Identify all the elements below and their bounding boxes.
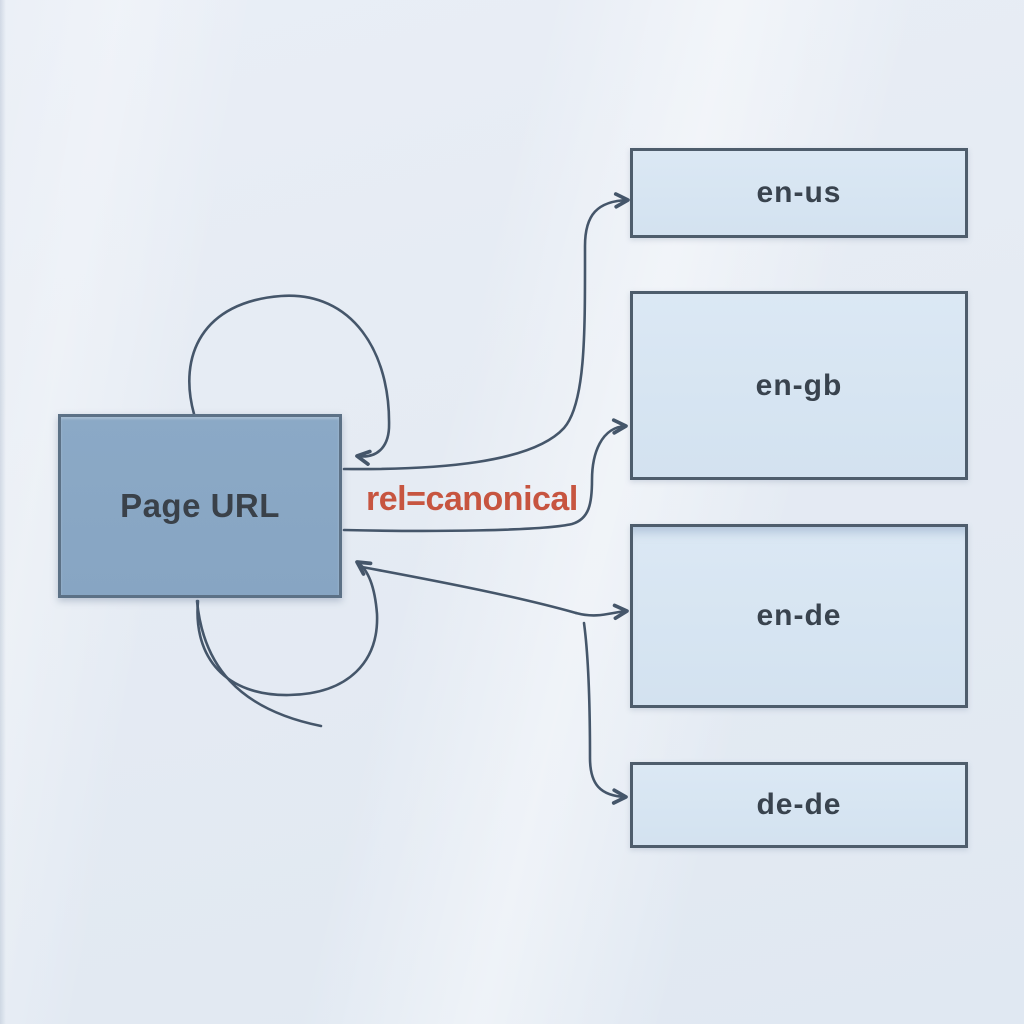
arrow-to-en-de xyxy=(574,603,629,621)
locale-label: en-gb xyxy=(755,368,843,402)
self-loop-bottom-arrow xyxy=(196,560,379,697)
page-url-label: Page URL xyxy=(120,487,280,524)
locale-label: en-us xyxy=(756,176,842,209)
rel-canonical-label: rel=canonical xyxy=(366,480,578,518)
self-loop-outer-arc xyxy=(195,599,323,728)
locale-label: en-de xyxy=(756,599,842,632)
locale-node-de-de: de-de xyxy=(630,762,968,848)
page-url-node: Page URL xyxy=(58,414,342,598)
arrow-to-en-gb xyxy=(342,418,628,533)
swoop-curve xyxy=(360,565,578,615)
locale-label: de-de xyxy=(756,788,842,821)
arrow-to-de-de xyxy=(582,621,628,805)
arrow-to-en-us xyxy=(342,192,630,471)
locale-node-en-de: en-de xyxy=(630,524,968,708)
locale-node-en-us: en-us xyxy=(630,148,968,238)
self-loop-top-arrow xyxy=(188,294,391,466)
locale-node-en-gb: en-gb xyxy=(630,291,968,480)
